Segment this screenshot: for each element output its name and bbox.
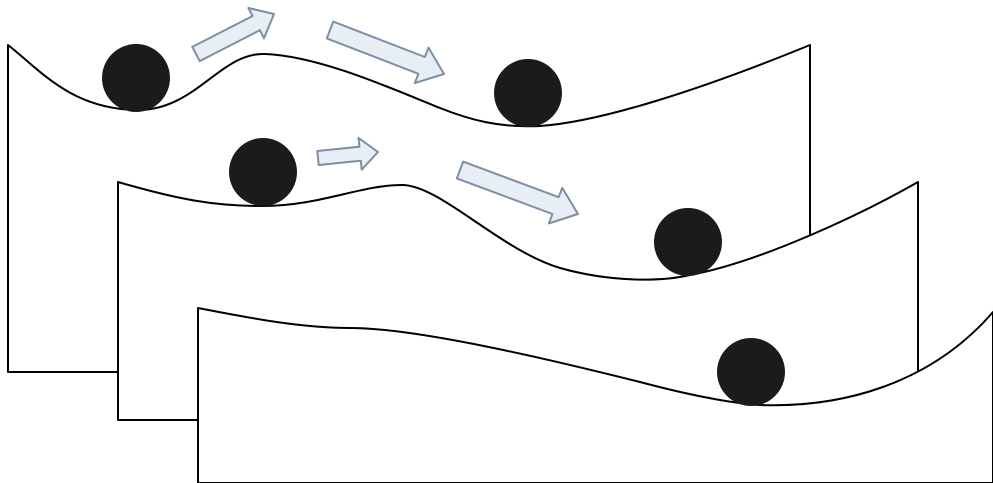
ball-back-right bbox=[494, 59, 562, 127]
ball-back-left bbox=[102, 44, 170, 112]
ball-middle-left bbox=[229, 138, 297, 206]
ball-front bbox=[717, 338, 785, 406]
ball-middle-right bbox=[654, 208, 722, 276]
